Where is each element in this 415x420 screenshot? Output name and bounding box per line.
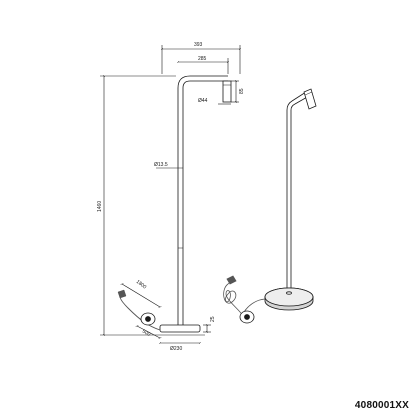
dim-switch-distance: 500 [141,329,151,338]
dim-pole-diameter: Ø13.5 [154,162,168,168]
dim-total-width: 393 [194,42,203,48]
pole-joints [178,167,183,249]
dim-total-height: 1460 [97,201,103,212]
dim-shade-diameter: Ø44 [198,98,208,104]
lamp-arm [177,75,228,89]
dim-base-diameter: Ø230 [170,346,182,352]
lamp-pole [177,88,184,325]
perspective-view-drawing [223,88,317,324]
lamp-base [159,324,201,333]
dimension-lines [100,45,240,343]
dim-base-height: 25 [210,316,216,322]
dim-shade-height: 85 [239,88,245,94]
dim-cable-length: 1800 [135,279,148,291]
perspective-arm [286,91,310,111]
perspective-shade [303,88,317,110]
product-code: 4080001XX [354,400,409,411]
dim-arm-width: 285 [198,56,207,62]
lamp-shade [222,80,232,103]
front-view-drawing [117,75,232,336]
lamp-cable [119,291,161,331]
perspective-pole [286,110,292,290]
